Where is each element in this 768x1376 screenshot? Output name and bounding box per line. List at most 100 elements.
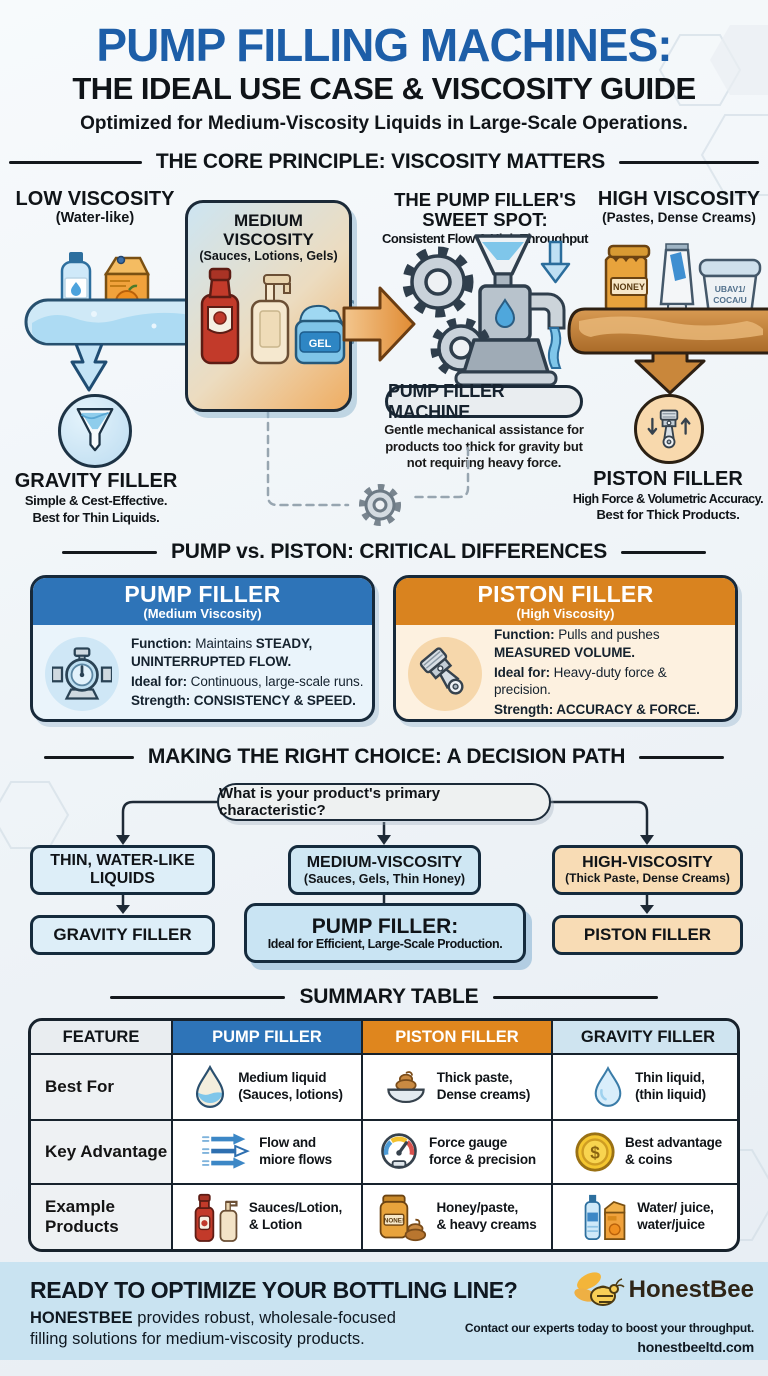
table-cell-piston-examples: NONE! Honey/paste, & heavy creams [363, 1185, 553, 1249]
heading-rule-right [492, 995, 658, 999]
tub-label-line1: UBAV1/ [715, 284, 746, 294]
result-pump-sub: Ideal for Efficient, Large-Scale Product… [267, 936, 503, 951]
gel-jar-label: GEL [309, 338, 332, 350]
table-header-gravity: GRAVITY FILLER [553, 1021, 737, 1055]
piston-icon [647, 409, 691, 449]
pump-strength-label: Strength: [131, 693, 191, 709]
pump-card-sub: (Medium Viscosity) [143, 605, 262, 621]
cell-text: Water/ juice, water/juice [637, 1200, 714, 1234]
decision-question: What is your product's primary character… [217, 783, 551, 821]
pump-strength-line: Strength: CONSISTENCY & SPEED. [131, 692, 364, 710]
cell-line2: & heavy creams [436, 1217, 537, 1232]
table-row-feature: Key Advantage [31, 1121, 173, 1185]
pump-icon-circle [45, 636, 119, 711]
high-viscosity-title: HIGH VISCOSITY [597, 188, 761, 210]
pump-machine-illustration [402, 234, 571, 387]
piston-card-header: PISTON FILLER (High Viscosity) [396, 578, 735, 625]
heading-rule-right [619, 160, 760, 164]
gear-icon [359, 484, 401, 526]
table-cell-piston-bestfor: Thick paste, Dense creams) [363, 1055, 553, 1121]
footer-brand-row: HonestBee [573, 1268, 754, 1312]
orange-flow-arrow-icon [342, 286, 416, 362]
decision-heading-text: MAKING THE RIGHT CHOICE: A DECISION PATH [147, 745, 626, 768]
cell-line1: Honey/paste, [436, 1200, 519, 1216]
summary-heading-text: SUMMARY TABLE [299, 985, 479, 1008]
medium-viscosity-title: MEDIUM VISCOSITY [223, 211, 314, 249]
piston-icon-circle [408, 636, 482, 711]
piston-icon [419, 646, 464, 695]
cell-text: Medium liquid (Sauces, lotions) [238, 1070, 343, 1104]
thick-paste-bowl-icon [387, 1071, 425, 1104]
gravity-filler-title: GRAVITY FILLER [14, 470, 178, 492]
table-cell-pump-bestfor: Medium liquid (Sauces, lotions) [173, 1055, 363, 1121]
piston-function-normal: Pulls and pushes [554, 626, 660, 642]
medium-viscosity-box: MEDIUM VISCOSITY (Sauces, Lotions, Gels)… [185, 200, 352, 412]
paste-flow-band [567, 307, 768, 395]
table-cell-gravity-advantage: $ Best advantage & coins [553, 1121, 737, 1185]
comparison-section-heading: PUMP vs. PISTON: CRITICAL DIFFERENCES [0, 540, 768, 564]
decision-connectors [116, 800, 654, 845]
flow-arrows-icon [202, 1133, 250, 1169]
footer-body-rest: provides robust, wholesale-focused filli… [30, 1309, 396, 1349]
cell-text: Honey/paste, & heavy creams [436, 1200, 536, 1234]
pump-strength-text: CONSISTENCY & SPEED. [190, 693, 356, 709]
piston-filler-line2: Best for Thick Products. [596, 507, 740, 523]
piston-ideal-line: Ideal for: Heavy-duty force & precision. [494, 664, 727, 700]
branch2-line1: MEDIUM-VISCOSITY [306, 853, 463, 871]
piston-ideal-label: Ideal for: [494, 664, 551, 680]
table-cell-gravity-examples: Water/ juice, water/juice [553, 1185, 737, 1249]
page-tagline: Optimized for Medium-Viscosity Liquids i… [80, 112, 688, 134]
low-viscosity-title: LOW VISCOSITY [15, 188, 175, 210]
pump-card-text: Function: Maintains STEADY, UNINTERRUPTE… [131, 635, 364, 712]
cell-line1: Water/ juice, [637, 1200, 714, 1216]
cell-line2: miore flows [259, 1152, 332, 1167]
branch3-line2: (Thick Paste, Dense Creams) [565, 871, 730, 886]
pump-function-bold: STEADY, UNINTERRUPTED FLOW. [131, 635, 313, 669]
cell-text: Flow and miore flows [259, 1135, 332, 1169]
low-viscosity-label: LOW VISCOSITY (Water-like) [15, 188, 175, 226]
droplet-icon [594, 1066, 622, 1107]
cell-line1: Flow and [259, 1135, 316, 1151]
cell-line1: Thin liquid, [635, 1070, 705, 1086]
piston-filler-circle [634, 394, 704, 464]
piston-function-label: Function: [494, 626, 555, 642]
branch-thin-liquids: THIN, WATER-LIKE LIQUIDS [30, 845, 215, 895]
high-viscosity-label: HIGH VISCOSITY (Pastes, Dense Creams) [590, 188, 768, 225]
honey-paste-icon: NONE! [380, 1194, 427, 1242]
table-cell-pump-advantage: Flow and miore flows [173, 1121, 363, 1185]
summary-section-heading: SUMMARY TABLE [0, 985, 768, 1009]
cell-line2: & Lotion [248, 1217, 303, 1232]
piston-filler-card: PISTON FILLER (High Viscosity) [393, 575, 738, 722]
cell-line1: Force gauge [429, 1135, 508, 1151]
pump-icon [52, 646, 112, 700]
coin-dollar-glyph: $ [590, 1143, 600, 1163]
footer-band: READY TO OPTIMIZE YOUR BOTTLING LINE? HO… [0, 1262, 768, 1360]
tub-label-line2: COCA/U [713, 295, 747, 305]
heading-rule-left [62, 550, 157, 554]
comparison-heading-text: PUMP vs. PISTON: CRITICAL DIFFERENCES [171, 540, 607, 563]
heading-rule-right [639, 755, 725, 759]
piston-filler-line1: High Force & Volumetric Accuracy. [572, 492, 764, 506]
water-juice-icon [584, 1194, 626, 1240]
piston-filler-caption: PISTON FILLER High Force & Volumetric Ac… [568, 468, 768, 524]
cell-text: Thin liquid, (thin liquid) [635, 1070, 706, 1104]
pump-function-normal: Maintains [191, 635, 256, 651]
pump-function-line: Function: Maintains STEADY, UNINTERRUPTE… [131, 635, 364, 671]
branch2-line2: (Sauces, Gels, Thin Honey) [303, 872, 466, 886]
footer-site-url: honestbeeltd.com [637, 1339, 754, 1355]
cell-line2: (Sauces, lotions) [238, 1087, 343, 1102]
gravity-filler-circle [58, 394, 132, 468]
honey-jar-label: NONEY [613, 282, 645, 292]
pump-filler-machine-label: PUMP FILLER MACHINE [385, 381, 583, 422]
pump-ideal-line: Ideal for: Continuous, large-scale runs. [131, 673, 364, 691]
cell-line2: & coins [625, 1152, 673, 1167]
pump-card-body: Function: Maintains STEADY, UNINTERRUPTE… [33, 625, 372, 719]
cell-line2: Dense creams) [436, 1087, 531, 1102]
gravity-filler-line1: Simple & Cest-Effective. [24, 493, 168, 508]
table-row-feature: Example Products [31, 1185, 173, 1249]
table-row-feature: Best For [31, 1055, 173, 1121]
pump-machine-description: Gentle mechanical assistance for product… [384, 422, 584, 471]
sweet-spot-line2: SWEET SPOT: [422, 209, 548, 231]
pump-filler-card: PUMP FILLER (Medium Viscosity) Functio [30, 575, 375, 722]
high-products-icon: NONEY UBAV1/ COCA/U [604, 243, 762, 316]
